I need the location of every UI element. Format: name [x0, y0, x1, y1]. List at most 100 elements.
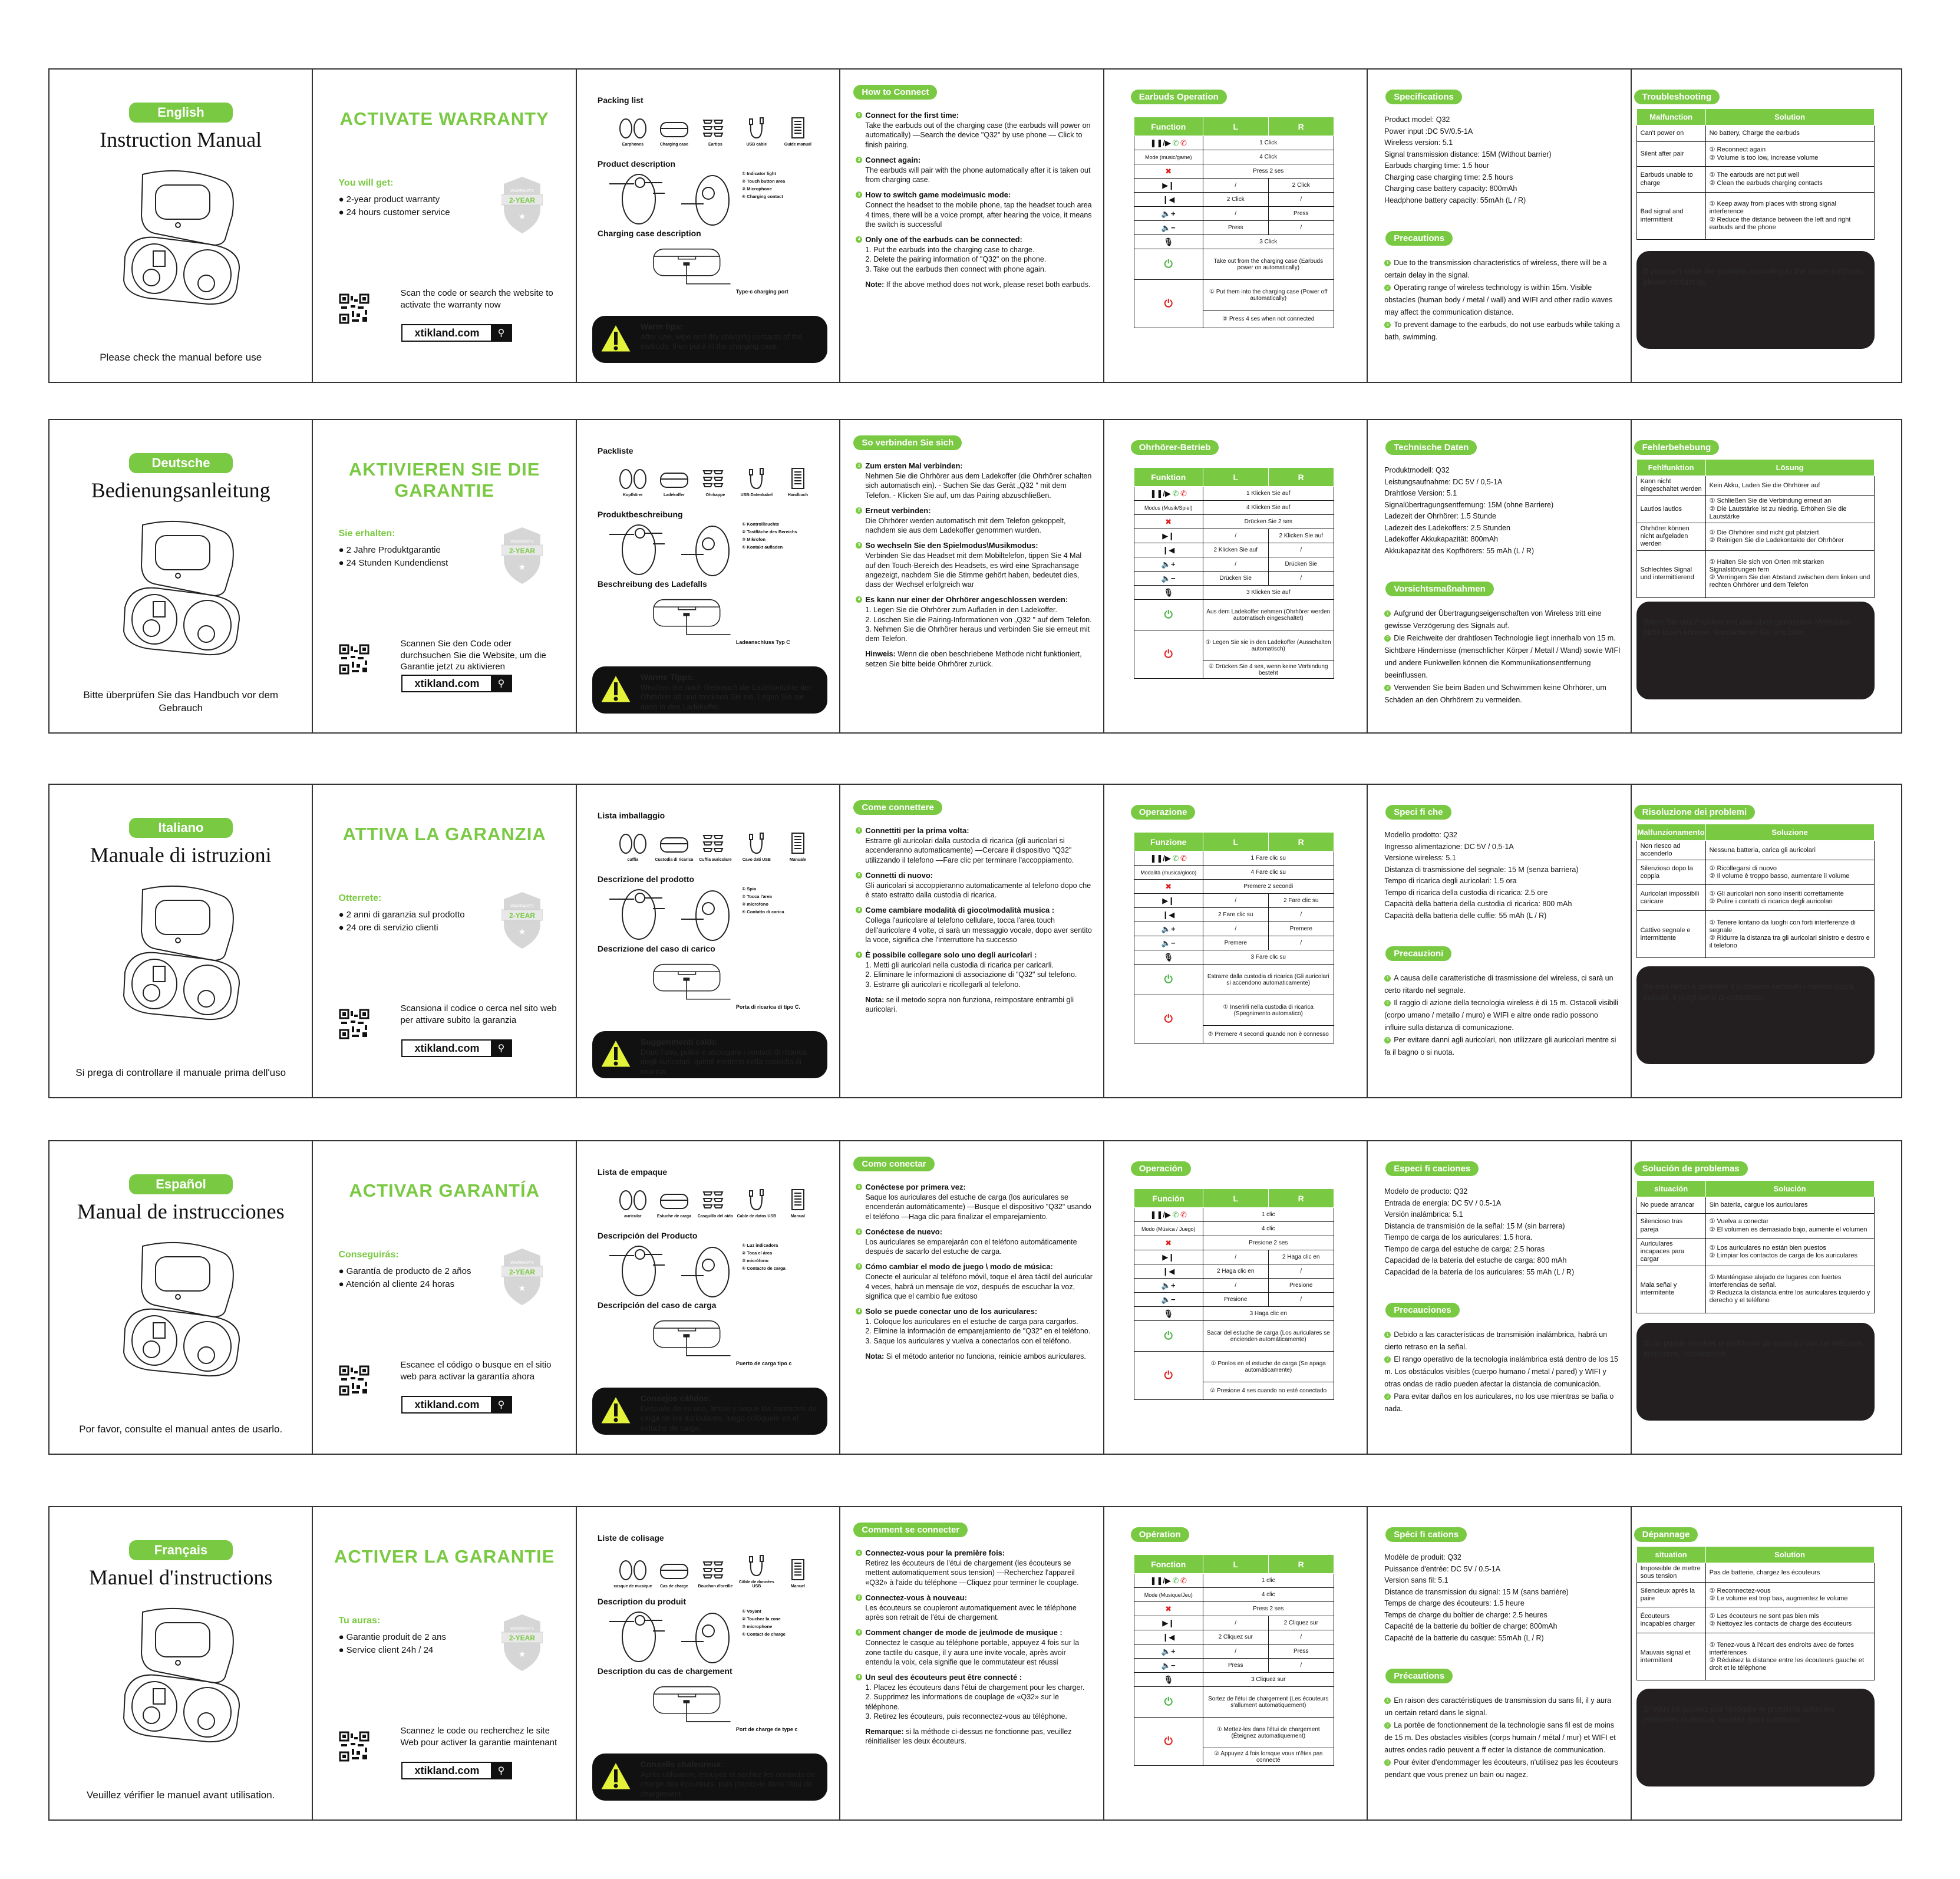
qr-code[interactable]: [339, 293, 370, 324]
earphones-icon: [619, 118, 646, 138]
pack-item-earphones: cuffia: [612, 832, 654, 862]
warranty-shield-icon: WARRANTY 2-YEAR ★: [501, 177, 543, 233]
end-call-icon: ✆: [1180, 1576, 1187, 1585]
pack-item-earphones: Earphones: [612, 117, 654, 147]
website-search-box[interactable]: xtikland.com ⚲: [401, 324, 513, 342]
usb-cable-icon: [748, 1189, 764, 1211]
product-parts-legend: ① Spia ② Tocca l'area ③ microfono ④ Cont…: [741, 886, 784, 914]
website-url[interactable]: xtikland.com: [414, 1398, 480, 1411]
step-number-icon: 2: [1384, 1722, 1391, 1729]
specifications-title: Speci fi che: [1385, 805, 1451, 820]
website-url[interactable]: xtikland.com: [414, 1764, 480, 1776]
product-description-title: Descrizione del prodotto: [597, 874, 694, 884]
svg-text:WARRANTY: WARRANTY: [511, 189, 534, 193]
product-parts-legend: ① Kontrollleuchte ② Tastfläche des Berei…: [741, 521, 797, 550]
website-search-box[interactable]: xtikland.com ⚲: [401, 675, 513, 692]
step-number-icon: 1: [1384, 1698, 1391, 1705]
operation-section-title: Ohrhörer-Betrieb: [1130, 440, 1219, 455]
warm-tips-box: Suggerimenti caldi: Dopo l'uso, pulire e…: [592, 1031, 828, 1078]
reject-call-icon: ✖: [1165, 517, 1172, 526]
table-row: ⏻Sacar del estuche de carga (Los auricul…: [1133, 1320, 1334, 1352]
voice-assistant-mic-icon: 🎙: [1163, 237, 1173, 246]
table-row: ✖Press 2 ses: [1133, 164, 1334, 179]
svg-text:★: ★: [519, 1283, 526, 1293]
website-url[interactable]: xtikland.com: [414, 1042, 480, 1054]
product-description-title: Descripción del Producto: [597, 1231, 698, 1240]
qr-code[interactable]: [339, 1731, 370, 1762]
website-search-box[interactable]: xtikland.com ⚲: [401, 1039, 513, 1057]
website-search-box[interactable]: xtikland.com ⚲: [401, 1762, 513, 1779]
specifications-title: Specifications: [1385, 90, 1462, 104]
table-row: 🎙3 Fare clic su: [1133, 950, 1334, 965]
answer-call-icon: ✆: [1172, 488, 1179, 498]
search-icon[interactable]: ⚲: [491, 325, 512, 341]
warm-tips-box: Consejos cálidos: Después de su uso, lim…: [592, 1388, 828, 1435]
qr-code[interactable]: [339, 644, 370, 675]
step-number-icon: 4: [856, 596, 863, 603]
qr-code[interactable]: [339, 1365, 370, 1396]
benefit-item: 2 anni di garanzia sul prodotto: [338, 909, 465, 922]
search-icon[interactable]: ⚲: [491, 1397, 512, 1412]
table-row: 🔈−Drücken Sie/: [1133, 571, 1334, 586]
table-row: 🔈−Premere/: [1133, 936, 1334, 950]
reject-call-icon: ✖: [1165, 1238, 1172, 1247]
charging-case-illustration: [123, 170, 240, 305]
pack-item-manual: Manual: [777, 1188, 819, 1218]
step-number-icon: 3: [1384, 1037, 1391, 1044]
activate-warranty-title: ACTIVAR GARANTÍA: [349, 1180, 540, 1201]
table-row: ▶❙/2 Fare clic su: [1133, 893, 1334, 908]
packing-items: casque de musique Cas de charge Bouchon …: [612, 1554, 819, 1589]
warranty-benefits: Garantie produit de 2 ans Service client…: [338, 1631, 446, 1657]
manual-icon: [791, 117, 804, 138]
step-number-icon: 4: [856, 1674, 863, 1680]
connect-section-title: Comment se connecter: [853, 1523, 968, 1537]
power-on-icon: ⏻: [1164, 609, 1173, 620]
step-number-icon: 3: [1384, 1393, 1391, 1401]
website-search-box[interactable]: xtikland.com ⚲: [401, 1396, 513, 1414]
spec-list: Modelo de producto: Q32 Entrada de energ…: [1384, 1187, 1575, 1276]
connect-note: Nota: se il metodo sopra non funziona, r…: [865, 995, 1074, 1013]
search-icon[interactable]: ⚲: [491, 1041, 512, 1056]
warning-icon: [599, 322, 633, 354]
step-number-icon: 2: [856, 1594, 863, 1601]
troubleshooting-title: Fehlerbehebung: [1634, 440, 1720, 455]
contact-us-box: Wenn Sie das Problem mit den oben genann…: [1636, 602, 1875, 699]
usb-cable-icon: [748, 833, 764, 854]
website-url[interactable]: xtikland.com: [414, 677, 480, 689]
website-url[interactable]: xtikland.com: [414, 326, 480, 339]
search-icon[interactable]: ⚲: [491, 1763, 512, 1778]
step-number-icon: 1: [1384, 260, 1391, 267]
precautions-title: Vorsichtsmaßnahmen: [1385, 582, 1494, 596]
eartips-icon: [702, 120, 724, 137]
power-off-icon: ⏻: [1164, 1369, 1173, 1381]
step-number-icon: 2: [856, 156, 863, 163]
earphones-icon: [619, 1560, 646, 1580]
table-row: ❚❚/▶ ✆ ✆1 clic: [1133, 1573, 1334, 1588]
warranty-panel: ACTIVAR GARANTÍA Conseguirás: Garantía d…: [313, 1141, 577, 1454]
search-icon[interactable]: ⚲: [491, 676, 512, 691]
qr-code[interactable]: [339, 1009, 370, 1039]
